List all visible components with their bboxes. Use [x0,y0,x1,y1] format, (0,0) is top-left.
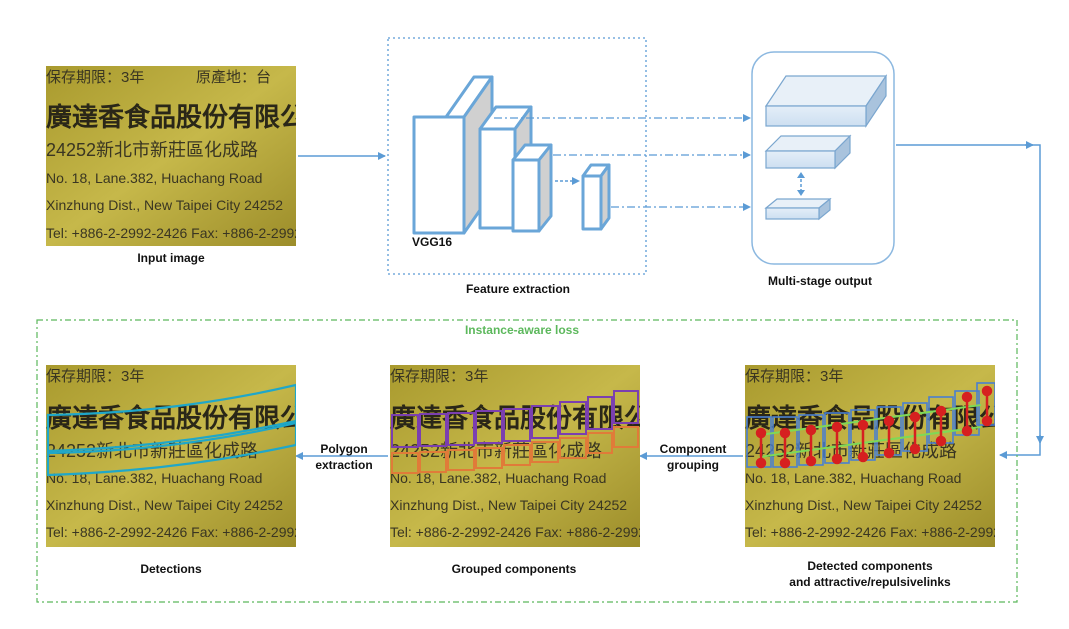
instance-aware-loss-box [36,319,1018,603]
svg-text:保存期限：3年: 保存期限：3年 [46,368,144,385]
grouped-components-label: Grouped components [452,562,577,576]
grouped-components-photo: 保存期限：3年 廣達香食品股份有限公 24252新北市新莊區化成路 No. 18… [390,365,646,547]
svg-text:Tel: +886-2-2992-2426 Fax: +8: Tel: +886-2-2992-2426 Fax: +886-2-2992 [46,524,302,540]
component-grouping-label-2: grouping [667,458,719,472]
detected-components-label-2: and attractive/repulsivelinks [789,575,951,589]
feature-extraction-box [387,37,647,275]
component-grouping-label-1: Component [660,442,727,456]
detection-polygon-1 [46,383,296,453]
instance-aware-loss-label: Instance-aware loss [465,323,579,337]
polygon-extraction-label-2: extraction [315,458,372,472]
svg-text:Tel: +886-2-2992-2426 Fax: +8: Tel: +886-2-2992-2426 Fax: +886-2-2992 [46,225,302,241]
svg-text:原產地：台: 原產地：台 [196,69,271,86]
svg-text:保存期限：3年: 保存期限：3年 [46,69,144,86]
photo-content-input: 保存期限：3年 原產地：台 廣達香食品股份有限公 24252新北市新莊區化成路 … [46,66,306,246]
svg-text:Xinzhung Dist., New Taipei Cit: Xinzhung Dist., New Taipei City 24252 [390,497,627,513]
detected-components-photo: 保存期限：3年 廣達香食品股份有限公 24252新北市新莊區化成路 No. 18… [745,365,1001,547]
svg-text:Xinzhung Dist., New Taipei Cit: Xinzhung Dist., New Taipei City 24252 [745,497,982,513]
multi-stage-cubes [764,74,888,221]
svg-text:保存期限：3年: 保存期限：3年 [745,368,843,385]
svg-text:No. 18, Lane.382, Huachang Roa: No. 18, Lane.382, Huachang Road [745,470,961,486]
svg-text:Tel: +886-2-2992-2426 Fax: +8: Tel: +886-2-2992-2426 Fax: +886-2-2992 [390,524,646,540]
svg-text:廣達香食品股份有限公: 廣達香食品股份有限公 [46,102,306,133]
svg-text:No. 18, Lane.382, Huachang Roa: No. 18, Lane.382, Huachang Road [46,170,262,186]
svg-text:24252新北市新莊區化成路: 24252新北市新莊區化成路 [46,140,258,160]
feature-extraction-label: Feature extraction [466,282,570,296]
svg-text:No. 18, Lane.382, Huachang Roa: No. 18, Lane.382, Huachang Road [46,470,262,486]
arrow-output-to-components [896,144,1041,459]
group-boxes-line2 [391,426,639,474]
multi-stage-output-label: Multi-stage output [768,274,872,288]
svg-text:Tel: +886-2-2992-2426 Fax: +8: Tel: +886-2-2992-2426 Fax: +886-2-2992 [745,524,1001,540]
detection-polygon-2 [46,421,296,477]
svg-text:24252新北市新莊區化成路: 24252新北市新莊區化成路 [46,441,258,461]
repulsive-links [755,385,993,469]
vgg16-label: VGG16 [412,235,452,249]
input-image-photo: 保存期限：3年 原產地：台 廣達香食品股份有限公 24252新北市新莊區化成路 … [46,66,306,246]
detected-components-label-1: Detected components [807,559,933,573]
svg-text:Xinzhung Dist., New Taipei Cit: Xinzhung Dist., New Taipei City 24252 [46,497,283,513]
detections-photo: 保存期限：3年 廣達香食品股份有限公 24252新北市新莊區化成路 No. 18… [46,365,302,547]
svg-text:No. 18, Lane.382, Huachang Roa: No. 18, Lane.382, Huachang Road [390,470,606,486]
group-boxes-line1 [391,390,639,448]
detections-label: Detections [140,562,202,576]
polygon-extraction-label-1: Polygon [320,442,367,456]
vgg16-blocks [412,75,611,235]
input-image-label: Input image [137,251,205,265]
svg-text:保存期限：3年: 保存期限：3年 [390,368,488,385]
svg-text:Xinzhung Dist., New Taipei Cit: Xinzhung Dist., New Taipei City 24252 [46,197,283,213]
